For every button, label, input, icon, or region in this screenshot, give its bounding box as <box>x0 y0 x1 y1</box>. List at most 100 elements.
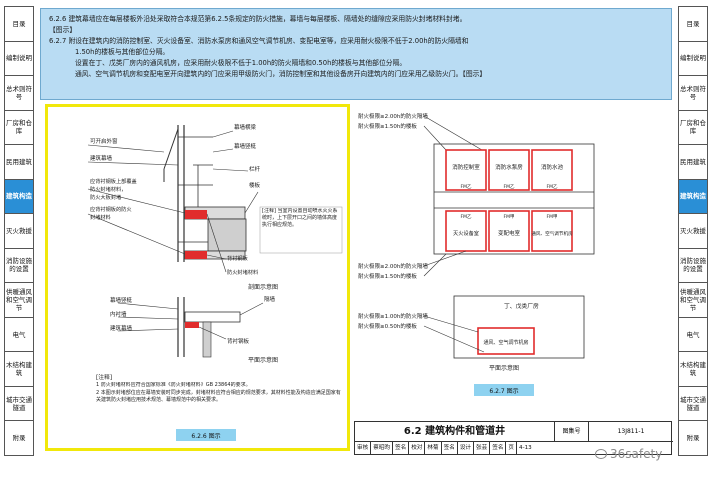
label-transom: 幕墙横梁 <box>234 123 257 131</box>
room-extinguish-label: 灭火设备室 <box>453 229 479 237</box>
caption-badge-626 <box>176 429 236 441</box>
tab-right-1[interactable]: 编制说明 <box>678 40 708 76</box>
clause-header: 6.2.6 建筑幕墙应在每层楼板外沿处采取符合本规范第6.2.5条规定的防火措施… <box>40 8 672 100</box>
figure-627-panel: 耐火极限≥2.00h的防火隔墙 耐火极限≥1.50h的楼板 消防控制室 消防水泵… <box>354 104 672 419</box>
tab-left-12[interactable]: 附录 <box>4 420 34 456</box>
clause-626-figure-ref: 【图示】 <box>49 26 77 34</box>
tab-left-0[interactable]: 目录 <box>4 6 34 41</box>
tab-right-7[interactable]: 消防设施的设置 <box>678 247 708 283</box>
plant-label: 丁、戊类厂房 <box>504 302 539 310</box>
room-hvac <box>531 210 573 252</box>
plan-fire-seal <box>185 322 199 328</box>
tab-left-6[interactable]: 灭火救援 <box>4 213 34 248</box>
side-tabs-right: 目录 编制说明 总术则符号 厂房和仓库 民用建筑 建筑构造 灭火救援 消防设施的… <box>678 6 708 456</box>
tab-right-12[interactable]: 附录 <box>678 420 708 456</box>
tab-left-9[interactable]: 电气 <box>4 316 34 352</box>
clause-626-text: 6.2.6 建筑幕墙应在每层楼板外沿处采取符合本规范第6.2.5条规定的防火措施… <box>49 15 467 23</box>
figure-627-drawing: 耐火极限≥2.00h的防火隔墙 耐火极限≥1.50h的楼板 消防控制室 消防水泵… <box>358 112 595 396</box>
plan-label-mullion: 幕墙竖梃 <box>110 296 133 304</box>
plan-label-curtain-wall: 建筑幕墙 <box>110 324 133 332</box>
sign-audit-sig: 签名 <box>393 442 410 455</box>
door-top-1: FM乙 <box>461 183 472 190</box>
sign-check-sig: 签名 <box>442 442 458 455</box>
tab-right-3[interactable]: 厂房和仓库 <box>678 109 708 145</box>
watermark: 36safety <box>595 447 662 461</box>
page-label: 页 <box>506 442 518 455</box>
tab-left-8[interactable]: 供暖通风和空气调节 <box>4 282 34 317</box>
room-substation-label: 变配电室 <box>498 229 521 237</box>
tab-right-10[interactable]: 木结构建筑 <box>678 351 708 386</box>
tab-right-6[interactable]: 灭火救援 <box>678 213 708 248</box>
plant-outline <box>453 295 585 359</box>
clause-627-text: 6.2.7 附设在建筑内的消防控制室、灭火设备室、消防水泵房和通风空气调节机房、… <box>49 37 469 45</box>
door-bottom-2: FM甲 <box>504 214 515 220</box>
plan-caption-627: 平面示意图 <box>489 364 519 372</box>
tab-right-9[interactable]: 电气 <box>678 316 708 352</box>
tab-right-0[interactable]: 目录 <box>678 6 708 41</box>
room-substation <box>488 210 530 252</box>
tab-left-7[interactable]: 消防设施的设置 <box>4 247 34 283</box>
tab-left-10[interactable]: 木结构建筑 <box>4 351 34 386</box>
fire-seal-upper <box>185 210 207 219</box>
atlas-number: 13J811-1 <box>589 422 673 442</box>
tab-right-11[interactable]: 城市交通隧道 <box>678 385 708 421</box>
figure-626-panel: 可开启外窗 建筑幕墙 应背衬钢板上部覆盖 防火封堵材料， 防火大板封堵 应背衬钢… <box>45 104 350 451</box>
caption-badge-627-text: 6.2.7 图示 <box>489 388 518 395</box>
tab-left-5[interactable]: 建筑构造 <box>4 178 34 214</box>
door-top-2: FM乙 <box>504 183 515 190</box>
side-tabs-left: 目录 编制说明 总术则符号 厂房和仓库 民用建筑 建筑构造 灭火救援 消防设施的… <box>4 6 34 456</box>
figure-626-drawing: 可开启外窗 建筑幕墙 应背衬钢板上部覆盖 防火封堵材料， 防火大板封堵 应背衬钢… <box>87 123 343 441</box>
plan-label-partition: 隔墙 <box>264 295 276 303</box>
tab-left-1[interactable]: 编制说明 <box>4 40 34 76</box>
caption-badge-627 <box>474 384 534 396</box>
room-pool-label: 消防水池 <box>541 163 564 171</box>
tab-right-2[interactable]: 总术则符号 <box>678 75 708 110</box>
sign-design-name: 张芸 <box>474 442 491 455</box>
clause-627-text-cont: 1.50h的楼板与其他部位分隔。 <box>75 48 170 56</box>
fire-seal-lower <box>185 251 207 259</box>
clause-627-para2: 设置在丁、戊类厂房内的通风机房，应采用耐火极限不低于1.00h的防火隔墙和0.5… <box>75 59 407 67</box>
room-hvac-label: 通风、空气调节机房 <box>531 230 573 237</box>
tab-left-11[interactable]: 城市交通隧道 <box>4 385 34 421</box>
tab-right-5[interactable]: 建筑构造 <box>678 178 708 214</box>
sign-row: 审核 蔡昭昀 签名 校对 林菊 签名 设计 张芸 签名 页 4-13 <box>355 442 673 455</box>
note-sprinkler: [注释] 当室内设置自动喷水灭火系统时，上下层开口之间的墙体高度执行相应规范。 <box>262 208 338 228</box>
door-top-3: FM乙 <box>547 183 558 190</box>
room-plant-hvac <box>477 327 535 355</box>
clause-627-para3: 通风、空气调节机房和变配电室开向建筑内的门应采用甲级防火门，消防控制室和其他设备… <box>75 70 487 78</box>
label-railing: 栏杆 <box>249 165 261 173</box>
page-number: 4-13 <box>519 445 532 451</box>
title-block: 6.2 建筑构件和管道井 图集号 13J811-1 审核 蔡昭昀 签名 校对 林… <box>354 421 673 455</box>
tab-left-4[interactable]: 民用建筑 <box>4 144 34 179</box>
label-steel-plate-note-1: 应背衬钢板上部覆盖 <box>90 177 137 185</box>
sign-check: 校对 <box>409 442 426 455</box>
tab-left-2[interactable]: 总术则符号 <box>4 75 34 110</box>
note-1: 1 防火封堵材料应符合国家标准《防火封堵材料》GB 23864的要求。 <box>96 382 251 388</box>
door-bottom-1: FM乙 <box>461 213 472 220</box>
room-pump-label: 消防水泵房 <box>495 163 523 171</box>
section-caption: 剖面示意图 <box>248 283 278 291</box>
label-wall-200h-top: 耐火极限≥2.00h的防火隔墙 <box>358 112 428 120</box>
label-steel-plate-note-2: 防火封堵材料， <box>90 185 126 193</box>
door-bottom-3: FM甲 <box>547 214 558 220</box>
caption-badge-626-text: 6.2.6 图示 <box>191 433 220 440</box>
room-pump <box>488 149 530 191</box>
note-2: 2 本图示封堵部位应在幕墙安装时同步完成，封堵材料应符合相应的规范要求，其材料性… <box>96 389 341 404</box>
plan-label-lining-wall: 内衬墙 <box>110 310 127 318</box>
room-pool <box>531 149 573 191</box>
label-backing-plate: 背衬钢板 <box>227 254 249 262</box>
watermark-text: 36safety <box>610 447 663 461</box>
tab-right-8[interactable]: 供暖通风和空气调节 <box>678 282 708 317</box>
label-openable-window: 可开启外窗 <box>90 137 118 145</box>
label-wall-100h: 耐火极限≥1.00h的防火隔墙 <box>358 312 428 320</box>
label-fire-sealant: 防火封堵材料 <box>227 268 258 276</box>
label-mullion: 幕墙竖梃 <box>234 142 257 150</box>
section-title: 6.2 建筑构件和管道井 <box>355 422 555 442</box>
tab-left-3[interactable]: 厂房和仓库 <box>4 109 34 145</box>
label-slab-150h-top: 耐火极限≥1.50h的楼板 <box>358 122 417 130</box>
label-curtain-wall: 建筑幕墙 <box>90 154 113 162</box>
tab-right-4[interactable]: 民用建筑 <box>678 144 708 179</box>
label-slab-150h-bottom: 耐火极限≥1.50h的楼板 <box>358 272 417 280</box>
label-slab-050h: 耐火极限≥0.50h的楼板 <box>358 322 417 330</box>
